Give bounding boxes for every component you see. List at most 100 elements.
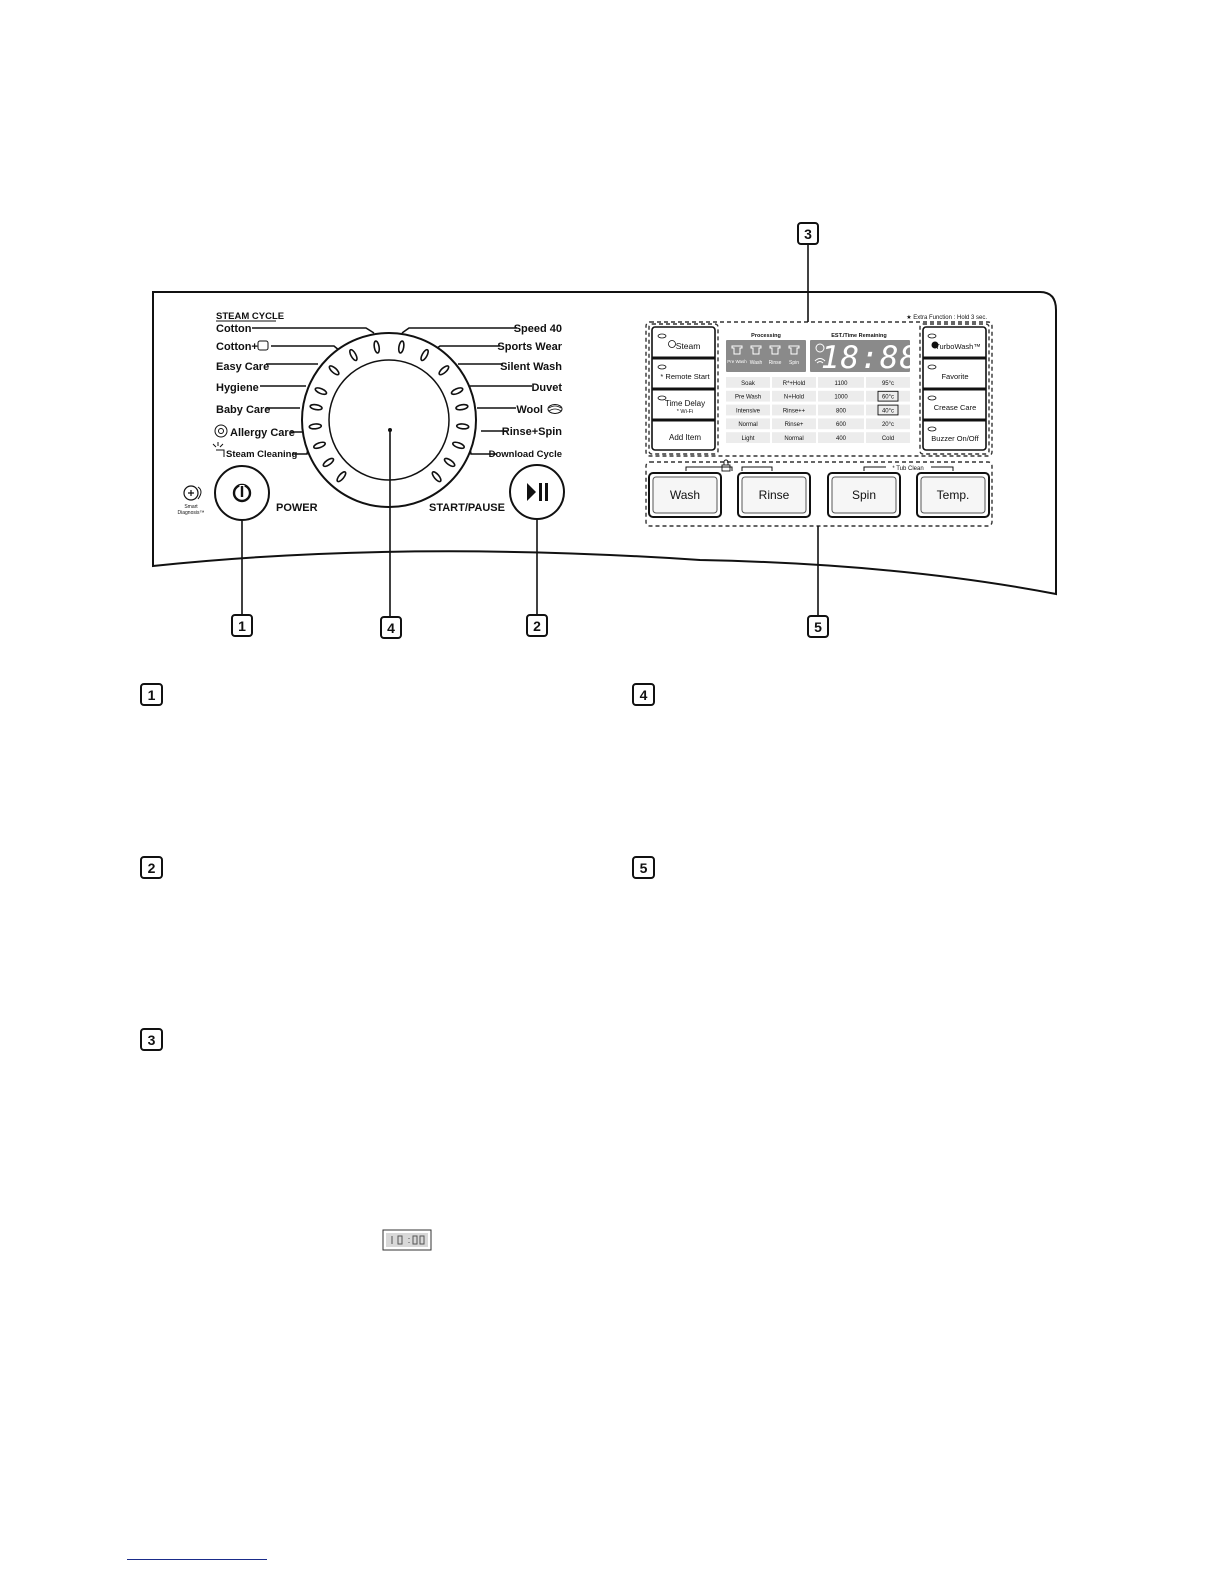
est-time-label: EST./Time Remaining — [831, 333, 887, 339]
program-silent-wash[interactable]: Silent Wash — [500, 361, 562, 373]
spin-button-label: Spin — [852, 488, 876, 502]
spin-button[interactable]: Spin — [827, 472, 901, 518]
remote-start-button[interactable]: * Remote Start — [660, 372, 710, 381]
time-delay-label: Time Delay — [665, 399, 705, 408]
dial-tick — [452, 441, 465, 450]
dial-tick — [313, 441, 326, 450]
svg-text:3: 3 — [804, 226, 812, 242]
dial-tick — [420, 348, 429, 362]
wash-button-label: Wash — [670, 488, 700, 502]
option-cell-bg — [772, 404, 816, 416]
dial-tick — [455, 403, 469, 411]
legend-item-1: 1 — [140, 683, 163, 706]
svg-text:2: 2 — [148, 860, 156, 876]
callout-tag-4: 4 — [380, 616, 402, 639]
option-cell: 1100 — [835, 381, 849, 387]
program-download-cycle[interactable]: Download Cycle — [489, 449, 562, 460]
option-cell: Normal — [784, 436, 803, 442]
option-cell-bg — [818, 404, 864, 416]
steam-button-label: Steam — [676, 341, 701, 351]
option-cell: 20°c — [882, 422, 894, 428]
dial-tick — [314, 387, 328, 396]
program-speed-40[interactable]: Speed 40 — [514, 323, 562, 335]
svg-text:2: 2 — [533, 618, 541, 634]
program-duvet[interactable]: Duvet — [531, 382, 562, 394]
option-cell: 400 — [836, 436, 847, 442]
dial-tick — [336, 471, 347, 483]
option-cell: 40°c — [882, 408, 894, 414]
crease-care-label: Crease Care — [934, 403, 977, 412]
turbowash-label: TurboWash™ — [935, 342, 981, 351]
lcd-status-icons — [814, 343, 826, 364]
legend-item-3: 3 — [140, 1028, 163, 1051]
program-cotton[interactable]: Cotton — [216, 323, 252, 335]
stage-prewash: Pre Wash — [727, 359, 747, 364]
option-cell-bg — [726, 377, 770, 388]
time-lcd — [810, 340, 910, 372]
left-buttons-dashed — [648, 323, 719, 455]
wash-button[interactable]: Wash — [648, 472, 722, 518]
lock-icon — [721, 459, 731, 472]
dial-tick — [308, 423, 323, 430]
spin-shirt-icon — [788, 345, 800, 355]
program-baby-care[interactable]: Baby Care — [216, 404, 270, 416]
add-item-button[interactable]: Add Item — [669, 433, 701, 442]
program-dial[interactable] — [301, 332, 477, 508]
rinse-button[interactable]: Rinse — [737, 472, 811, 518]
program-sports-wear[interactable]: Sports Wear — [497, 341, 562, 353]
callout-tag-1: 1 — [231, 614, 253, 637]
option-cell-bg — [818, 418, 864, 430]
time-delay-sub-label: * Wi-Fi — [677, 409, 694, 415]
dial-tick — [328, 365, 340, 376]
svg-text:5: 5 — [640, 860, 648, 876]
program-wool[interactable]: Wool — [516, 404, 543, 416]
program-allergy-care[interactable]: Allergy Care — [230, 427, 295, 439]
start-pause-label: START/PAUSE — [429, 502, 505, 514]
temp-button[interactable]: Temp. — [916, 472, 990, 518]
dial-tick — [450, 387, 464, 396]
right-buttons-dashed — [919, 323, 990, 455]
remote-start-label: * Remote Start — [660, 372, 710, 381]
cotton-plus-icon — [257, 340, 269, 351]
allergy-care-icon — [214, 424, 228, 438]
option-cell: 1000 — [834, 395, 848, 401]
option-cell-bg — [818, 432, 864, 443]
dial-indicator-ticks — [308, 340, 470, 483]
turbowash-button[interactable]: TurboWash™ — [931, 341, 981, 352]
svg-text:1: 1 — [238, 618, 246, 634]
steam-button[interactable]: Steam — [668, 340, 701, 352]
svg-text:5: 5 — [814, 619, 822, 635]
steam-cleaning-icon — [212, 442, 225, 457]
callout-tag-3: 3 — [797, 222, 819, 245]
option-cell: 800 — [836, 408, 847, 414]
pause-bar-icon — [539, 483, 542, 501]
temp-highlight-frame — [877, 404, 899, 416]
wash-shirt-icon — [750, 345, 762, 355]
display-digits-inline-icon — [382, 1229, 432, 1251]
time-delay-button[interactable]: Time Delay * Wi-Fi — [665, 399, 705, 415]
turbowash-icon — [931, 341, 939, 349]
buzzer-button[interactable]: Buzzer On/Off — [931, 434, 979, 443]
extra-function-note: ★ Extra Function : Hold 3 sec. — [906, 314, 987, 321]
program-rinse-spin[interactable]: Rinse+Spin — [502, 426, 562, 438]
dial-tick — [349, 348, 358, 362]
favorite-button[interactable]: Favorite — [941, 372, 968, 381]
dial-tick — [322, 457, 335, 468]
temp-highlight-frame — [877, 390, 899, 402]
power-button[interactable] — [214, 465, 270, 521]
option-cell: 600 — [836, 422, 847, 428]
program-hygiene[interactable]: Hygiene — [216, 382, 259, 394]
program-cotton-plus[interactable]: Cotton+ — [216, 341, 258, 353]
option-cell: Intensive — [736, 408, 761, 414]
option-cell: Soak — [741, 381, 756, 387]
program-easy-care[interactable]: Easy Care — [216, 361, 269, 373]
left-leader-lines — [252, 327, 375, 455]
tub-clean-label: * Tub Clean — [892, 466, 923, 472]
play-icon — [527, 483, 536, 501]
program-steam-cleaning[interactable]: Steam Cleaning — [226, 449, 297, 460]
crease-care-button[interactable]: Crease Care — [934, 403, 977, 412]
legend-item-2: 2 — [140, 856, 163, 879]
start-pause-button[interactable] — [509, 464, 565, 520]
processing-label: Processing — [751, 333, 781, 339]
